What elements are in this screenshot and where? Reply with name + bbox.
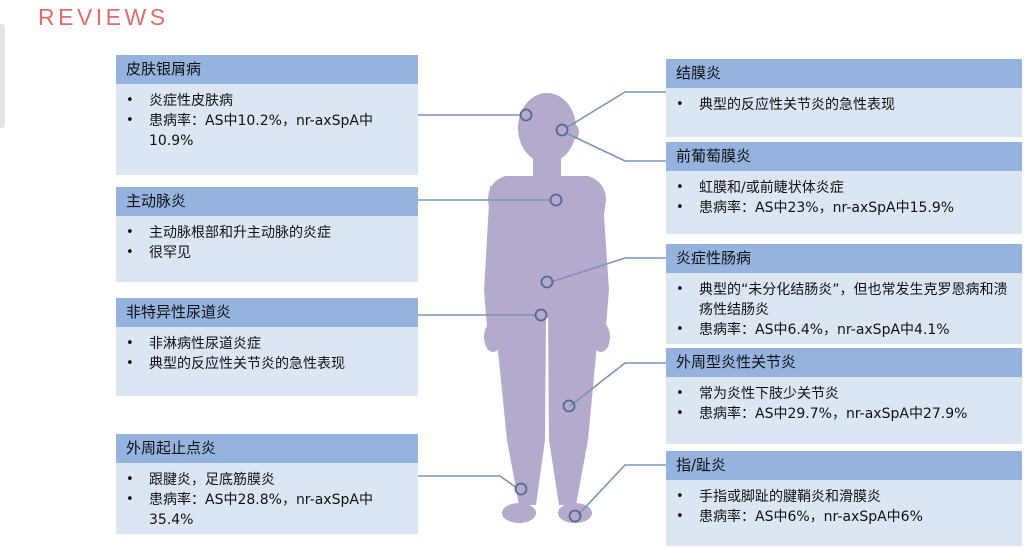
card-items: 常为炎性下肢少关节炎 患病率：AS中29.7%，nr-axSpA中27.9% (666, 377, 1022, 424)
card-item: 典型的“未分化结肠炎”，但也常发生克罗恩病和溃疡性结肠炎 (676, 280, 1016, 320)
card-title: 外周型炎性关节炎 (666, 348, 1022, 377)
card-conjunctivitis: 结膜炎 典型的反应性关节炎的急性表现 (666, 59, 1022, 137)
card-aortitis: 主动脉炎 主动脉根部和升主动脉的炎症 很罕见 (116, 187, 418, 282)
card-items: 主动脉根部和升主动脉的炎症 很罕见 (116, 216, 418, 263)
connector-conjunctivitis (566, 92, 666, 128)
card-enthesitis: 外周起止点炎 跟腱炎，足底筋膜炎 患病率：AS中28.8%，nr-axSpA中3… (116, 434, 418, 534)
card-title: 炎症性肠病 (666, 244, 1022, 273)
card-title: 结膜炎 (666, 59, 1022, 88)
card-title: 主动脉炎 (116, 187, 418, 216)
card-items: 跟腱炎，足底筋膜炎 患病率：AS中28.8%，nr-axSpA中35.4% (116, 463, 418, 530)
card-item: 炎症性皮肤病 (126, 91, 412, 111)
card-item: 患病率：AS中10.2%，nr-axSpA中10.9% (126, 111, 412, 151)
card-items: 典型的“未分化结肠炎”，但也常发生克罗恩病和溃疡性结肠炎 患病率：AS中6.4%… (666, 273, 1022, 340)
card-urethritis: 非特异性尿道炎 非淋病性尿道炎症 典型的反应性关节炎的急性表现 (116, 298, 418, 396)
card-item: 非淋病性尿道炎症 (126, 334, 412, 354)
card-item: 患病率：AS中28.8%，nr-axSpA中35.4% (126, 490, 412, 530)
card-title: 皮肤银屑病 (116, 55, 418, 84)
card-dactylitis: 指/趾炎 手指或脚趾的腱鞘炎和滑膜炎 患病率：AS中6%，nr-axSpA中6% (666, 451, 1022, 546)
card-item: 常为炎性下肢少关节炎 (676, 384, 1016, 404)
human-silhouette (484, 93, 610, 523)
card-title: 外周起止点炎 (116, 434, 418, 463)
card-item: 手指或脚趾的腱鞘炎和滑膜炎 (676, 487, 1016, 507)
card-ibd: 炎症性肠病 典型的“未分化结肠炎”，但也常发生克罗恩病和溃疡性结肠炎 患病率：A… (666, 244, 1022, 344)
card-uveitis: 前葡萄膜炎 虹膜和/或前睫状体炎症 患病率：AS中23%，nr-axSpA中15… (666, 142, 1022, 234)
card-item: 主动脉根部和升主动脉的炎症 (126, 223, 412, 243)
card-items: 炎症性皮肤病 患病率：AS中10.2%，nr-axSpA中10.9% (116, 84, 418, 151)
card-title: 指/趾炎 (666, 451, 1022, 480)
card-title: 非特异性尿道炎 (116, 298, 418, 327)
card-item: 患病率：AS中6.4%，nr-axSpA中4.1% (676, 320, 1016, 340)
card-item: 跟腱炎，足底筋膜炎 (126, 470, 412, 490)
connector-uveitis (566, 133, 666, 161)
card-arthritis: 外周型炎性关节炎 常为炎性下肢少关节炎 患病率：AS中29.7%，nr-axSp… (666, 348, 1022, 444)
card-item: 典型的反应性关节炎的急性表现 (126, 354, 412, 374)
card-item: 患病率：AS中23%，nr-axSpA中15.9% (676, 198, 1016, 218)
card-item: 患病率：AS中29.7%，nr-axSpA中27.9% (676, 404, 1016, 424)
card-item: 典型的反应性关节炎的急性表现 (676, 95, 1016, 115)
card-item: 虹膜和/或前睫状体炎症 (676, 178, 1016, 198)
card-items: 典型的反应性关节炎的急性表现 (666, 88, 1022, 115)
connector-enthesitis (418, 476, 517, 488)
card-item: 患病率：AS中6%，nr-axSpA中6% (676, 507, 1016, 527)
card-psoriasis: 皮肤银屑病 炎症性皮肤病 患病率：AS中10.2%，nr-axSpA中10.9% (116, 55, 418, 175)
card-items: 虹膜和/或前睫状体炎症 患病率：AS中23%，nr-axSpA中15.9% (666, 171, 1022, 218)
connector-dactylitis (578, 465, 666, 515)
card-items: 非淋病性尿道炎症 典型的反应性关节炎的急性表现 (116, 327, 418, 374)
card-item: 很罕见 (126, 243, 412, 263)
card-items: 手指或脚趾的腱鞘炎和滑膜炎 患病率：AS中6%，nr-axSpA中6% (666, 480, 1022, 527)
card-title: 前葡萄膜炎 (666, 142, 1022, 171)
